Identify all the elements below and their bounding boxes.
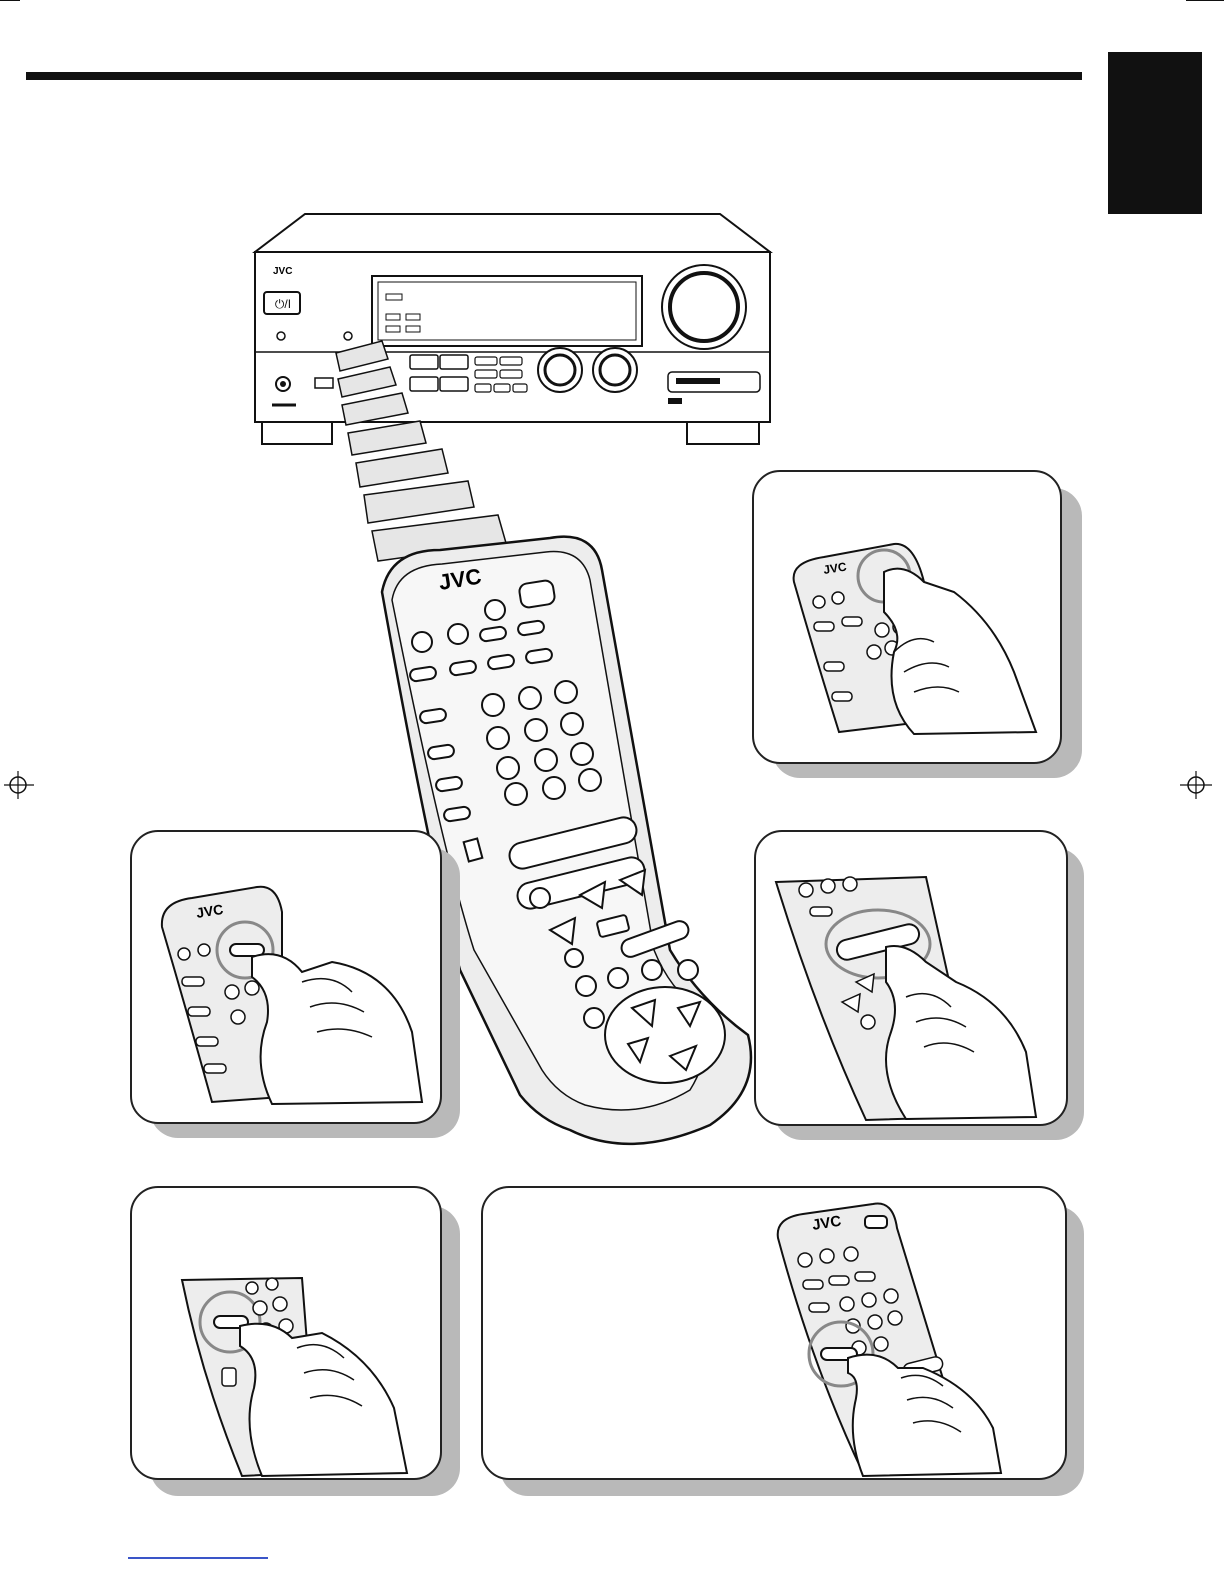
crop-mark-tr — [1186, 0, 1224, 1]
step-panel-surround — [130, 1186, 442, 1480]
registration-mark-right — [1176, 765, 1216, 805]
registration-mark-left — [0, 765, 40, 805]
settings-step-illustration: JVC — [483, 1188, 1065, 1478]
step-panel-settings: JVC — [481, 1186, 1067, 1480]
receiver-power-label: ⏻/I — [265, 294, 301, 314]
receiver-brand: JVC — [273, 266, 292, 277]
step-panel-source: JVC — [130, 830, 442, 1124]
power-step-illustration: JVC — [754, 472, 1060, 762]
surround-step-illustration — [132, 1188, 440, 1478]
footer-link-underline — [128, 1557, 268, 1559]
language-tab — [1108, 52, 1202, 214]
volume-step-illustration — [756, 832, 1066, 1124]
step-panel-power: JVC — [752, 470, 1062, 764]
source-step-illustration: JVC — [132, 832, 440, 1122]
crop-mark-tl — [0, 0, 20, 1]
header-rule — [26, 72, 1082, 80]
step-panel-volume — [754, 830, 1068, 1126]
